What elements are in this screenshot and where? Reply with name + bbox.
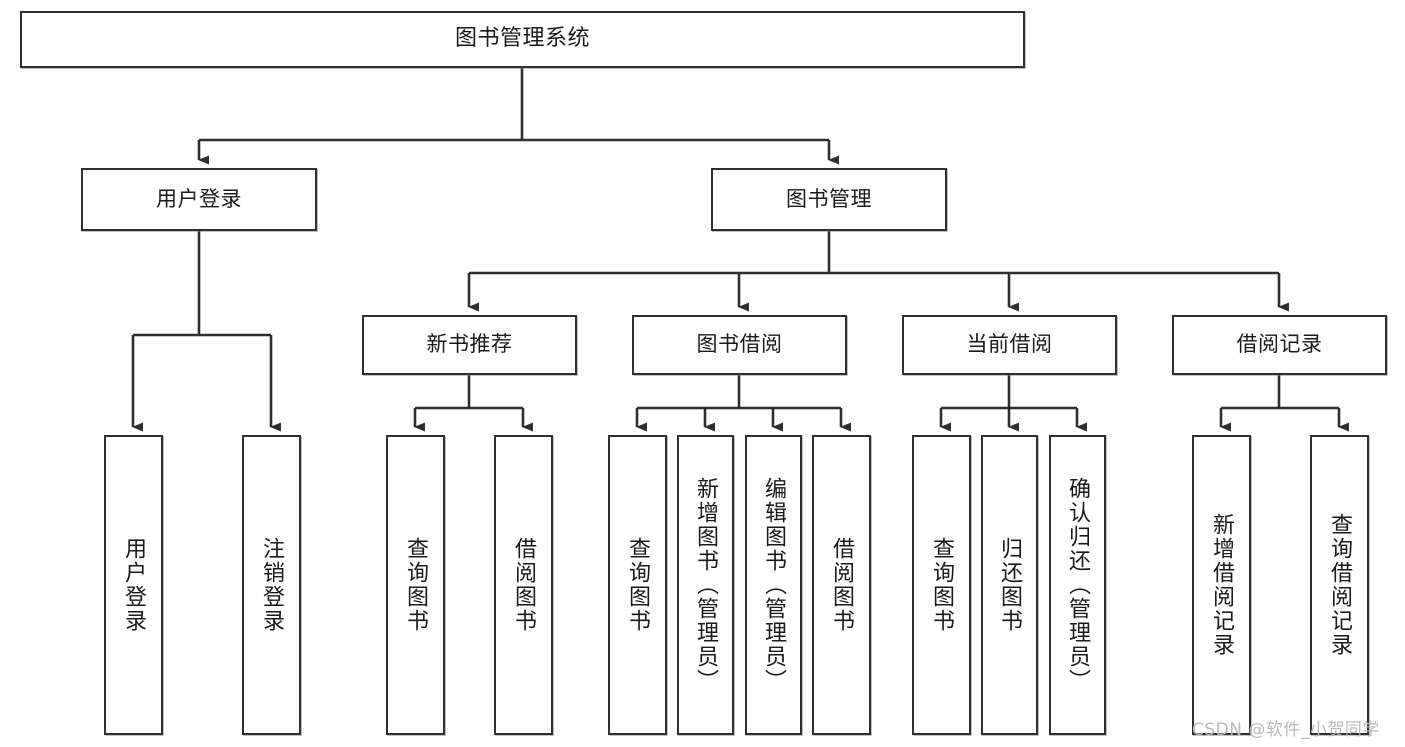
node-label: 用户登录	[121, 537, 147, 633]
node-book-management[interactable]: 图书管理	[711, 168, 947, 231]
leaf-book-borrow-edit-book-admin[interactable]: 编辑图书（管理员）	[745, 435, 802, 735]
node-label: 查询借阅记录	[1327, 513, 1353, 657]
node-label: 借阅图书	[511, 537, 537, 633]
node-label: 借阅图书	[829, 537, 855, 633]
node-label: 用户登录	[156, 186, 242, 211]
leaf-book-borrow-add-book-admin[interactable]: 新增图书（管理员）	[677, 435, 734, 735]
node-label: 当前借阅	[966, 332, 1053, 357]
node-label: 图书借阅	[696, 332, 783, 357]
leaf-book-borrow-query-book[interactable]: 查询图书	[608, 435, 667, 735]
leaf-user-login-logout[interactable]: 注销登录	[242, 435, 301, 735]
node-user-login[interactable]: 用户登录	[81, 168, 317, 231]
node-label: 查询图书	[929, 537, 955, 633]
node-label: 图书管理	[786, 186, 872, 211]
node-root-book-management-system[interactable]: 图书管理系统	[20, 11, 1025, 68]
node-label: 查询图书	[625, 537, 651, 633]
node-current-borrow[interactable]: 当前借阅	[902, 315, 1117, 375]
leaf-borrow-record-query-record[interactable]: 查询借阅记录	[1310, 435, 1369, 735]
node-borrow-record[interactable]: 借阅记录	[1172, 315, 1387, 375]
node-label: 新书推荐	[426, 332, 513, 357]
node-label: 查询图书	[403, 537, 429, 633]
leaf-new-book-query-book[interactable]: 查询图书	[386, 435, 445, 735]
leaf-current-borrow-return-book[interactable]: 归还图书	[981, 435, 1038, 735]
leaf-borrow-record-add-record[interactable]: 新增借阅记录	[1192, 435, 1251, 735]
node-label: 注销登录	[259, 537, 285, 633]
leaf-user-login-login[interactable]: 用户登录	[104, 435, 163, 735]
node-label: 新增借阅记录	[1209, 513, 1235, 657]
node-label: 归还图书	[997, 537, 1023, 633]
leaf-current-borrow-query-book[interactable]: 查询图书	[912, 435, 971, 735]
node-book-borrow[interactable]: 图书借阅	[632, 315, 847, 375]
node-label: 新增图书（管理员）	[693, 477, 719, 693]
node-label: 图书管理系统	[454, 26, 590, 52]
node-label: 编辑图书（管理员）	[761, 477, 787, 693]
node-new-book-recommend[interactable]: 新书推荐	[362, 315, 577, 375]
node-label: 确认归还（管理员）	[1065, 477, 1091, 693]
node-label: 借阅记录	[1236, 332, 1323, 357]
leaf-book-borrow-borrow-book[interactable]: 借阅图书	[812, 435, 871, 735]
leaf-current-borrow-confirm-return-admin[interactable]: 确认归还（管理员）	[1049, 435, 1106, 735]
csdn-watermark: CSDN @软件_小贺同学	[1192, 720, 1380, 740]
leaf-new-book-borrow-book[interactable]: 借阅图书	[494, 435, 553, 735]
